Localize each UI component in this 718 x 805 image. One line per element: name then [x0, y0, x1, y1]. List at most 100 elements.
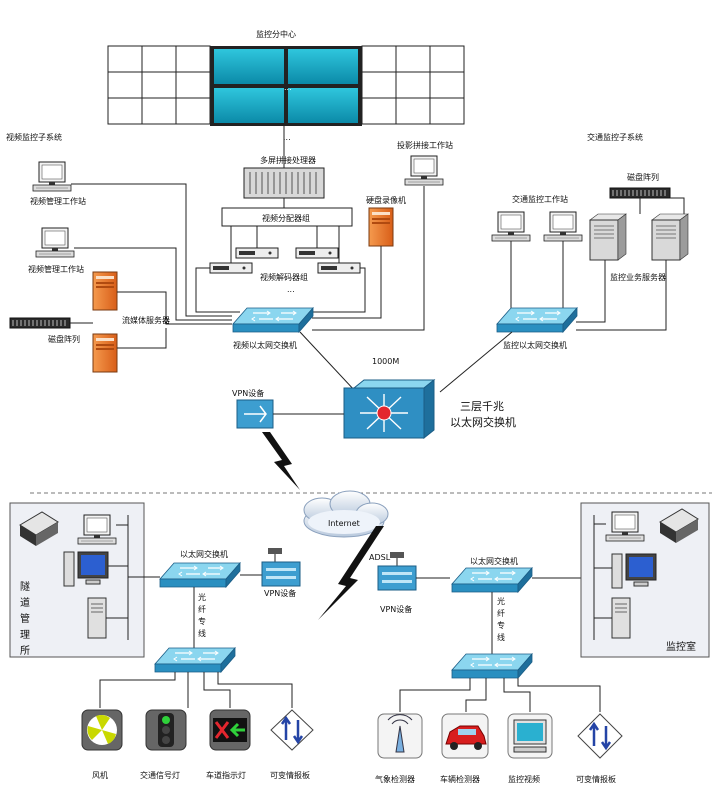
traffic-subsystem-title: 交通监控子系统: [587, 132, 643, 142]
video-mgmt-ws-1-label: 视频管理工作站: [30, 196, 86, 206]
video-mgmt-ws-2: [35, 227, 75, 258]
vpn-top-label: VPN设备: [232, 388, 264, 398]
left-device-label-3: 可变情报板: [270, 770, 310, 780]
ellipsis-decoder: ...: [287, 285, 295, 294]
traffic-ws-1: [491, 211, 531, 242]
traffic-light-icon: [145, 709, 187, 751]
svg-text:所: 所: [20, 645, 30, 657]
disk-array-left-label: 磁盘阵列: [48, 334, 80, 344]
video-mgmt-ws-2-label: 视频管理工作站: [28, 264, 84, 274]
vpn-top-device: [236, 399, 274, 429]
right-vpn-device: [377, 552, 417, 591]
splicer-label: 多屏拼接处理器: [260, 155, 316, 165]
monitor-switch-label: 监控以太网交换机: [503, 340, 567, 350]
traffic-ws-2: [543, 211, 583, 242]
decoder-3: [209, 262, 253, 274]
fan-icon: [81, 709, 123, 751]
traffic-ws-label: 交通监控工作站: [512, 194, 568, 204]
streaming-server-2: [92, 333, 118, 373]
wan-link-bolt-top: [262, 432, 300, 490]
variable-sign-icon: [270, 709, 314, 751]
dvr-label: 硬盘录像机: [366, 195, 406, 205]
printer-left: [19, 511, 59, 546]
adsl-label: ADSL: [369, 553, 391, 562]
core-switch-label-2: 以太网交换机: [450, 415, 516, 429]
core-switch: [343, 378, 436, 440]
left-fiber-label: 光 纤 专 线: [198, 592, 206, 638]
right-switch-label: 以太网交换机: [470, 556, 518, 566]
variable-sign-icon-right: [577, 713, 623, 759]
center-title: 监控分中心: [256, 29, 296, 39]
disk-array-left: [9, 317, 71, 329]
room-server: [611, 597, 631, 639]
video-switch-label: 视频以太网交换机: [233, 340, 297, 350]
left-access-switch: [154, 647, 236, 673]
svg-text:专: 专: [497, 620, 505, 630]
left-device-label-2: 车道指示灯: [206, 770, 246, 780]
room-workstation: [605, 511, 645, 542]
svg-text:线: 线: [198, 628, 206, 638]
projection-workstation: [404, 155, 444, 186]
right-device-label-1: 车辆检测器: [440, 774, 480, 784]
video-mgmt-ws-1: [32, 161, 72, 192]
tunnel-office-label: 隧 道 管 理 所: [20, 580, 30, 657]
decoder-1: [235, 247, 279, 259]
streaming-server-label: 流媒体服务器: [122, 315, 170, 325]
right-vpn-label: VPN设备: [380, 604, 412, 614]
svg-text:纤: 纤: [198, 604, 206, 614]
svg-text:光: 光: [497, 596, 505, 606]
svg-text:管: 管: [20, 612, 30, 625]
tunnel-workstation: [77, 514, 117, 545]
link-speed-label: 1000M: [372, 357, 399, 366]
video-distributor-box: [221, 207, 353, 227]
left-device-label-1: 交通信号灯: [140, 770, 180, 780]
lane-indicator-icon: [209, 709, 251, 751]
video-wall: [107, 45, 465, 126]
monitor-room-label: 监控室: [666, 640, 696, 653]
svg-text:光: 光: [198, 592, 206, 602]
svg-text:线: 线: [497, 632, 505, 642]
svg-text:隧: 隧: [20, 580, 30, 593]
left-vpn-device: [261, 548, 301, 587]
internet-cloud: [303, 490, 389, 538]
right-ethernet-switch: [451, 567, 533, 593]
left-device-label-0: 风机: [92, 770, 108, 780]
right-fiber-label: 光 纤 专 线: [497, 596, 505, 642]
core-switch-label-1: 三层千兆: [460, 400, 504, 413]
disk-array-right-label: 磁盘阵列: [627, 172, 659, 182]
svg-text:理: 理: [20, 629, 30, 641]
ellipsis-top: ...: [283, 133, 291, 142]
streaming-server: [92, 271, 118, 311]
car-icon: [441, 713, 489, 759]
weather-sensor-icon: [377, 713, 423, 759]
video-distributor-label: 视频分配器组: [262, 213, 310, 223]
left-switch-label: 以太网交换机: [180, 549, 228, 559]
left-vpn-label: VPN设备: [264, 588, 296, 598]
service-server-1: [589, 213, 627, 261]
decoder-2: [295, 247, 339, 259]
right-device-label-0: 气象检测器: [375, 774, 415, 784]
tunnel-pc: [63, 551, 109, 587]
splicer-device: [243, 167, 325, 199]
service-server-2: [651, 213, 689, 261]
svg-text:道: 道: [20, 596, 30, 609]
wan-link-bolt-bottom: [318, 526, 384, 620]
right-access-switch: [451, 653, 533, 679]
service-server-label: 监控业务服务器: [610, 272, 666, 282]
printer-right: [659, 508, 699, 543]
projection-ws-label: 投影拼接工作站: [397, 140, 453, 150]
tunnel-server: [87, 597, 107, 639]
video-ethernet-switch: [232, 307, 314, 333]
decoder-4: [317, 262, 361, 274]
right-device-label-3: 可变情报板: [576, 774, 616, 784]
svg-text:纤: 纤: [497, 608, 505, 618]
svg-text:专: 专: [198, 616, 206, 626]
ellipsis-wall: ...: [284, 83, 292, 92]
monitor-ethernet-switch: [496, 307, 578, 333]
right-device-label-2: 监控视频: [508, 774, 540, 784]
monitor-icon: [507, 713, 553, 759]
internet-label: Internet: [328, 519, 360, 528]
left-ethernet-switch: [159, 562, 241, 588]
